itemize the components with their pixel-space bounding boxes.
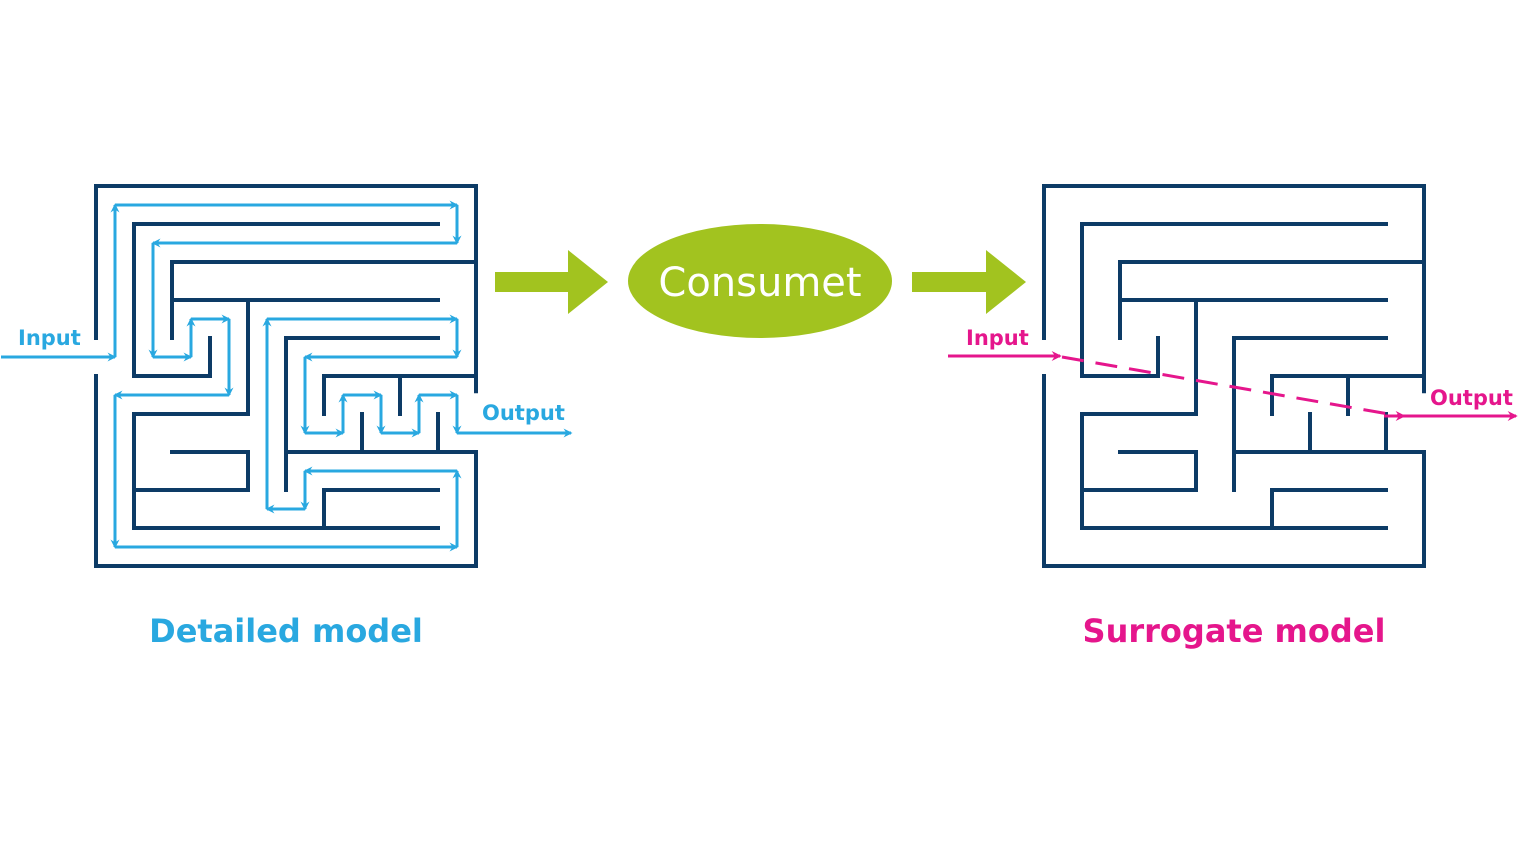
arrow-right-icon bbox=[912, 250, 1026, 314]
maze-wall bbox=[1080, 450, 1198, 492]
maze-wall bbox=[1118, 260, 1426, 340]
maze-wall bbox=[284, 336, 440, 492]
maze-wall bbox=[1270, 488, 1388, 530]
surrogate-shortcut-path bbox=[948, 351, 1518, 421]
maze-wall bbox=[1042, 184, 1426, 394]
maze-wall bbox=[322, 488, 440, 530]
maze-wall bbox=[132, 298, 440, 530]
arrow-right-icon bbox=[495, 250, 608, 314]
surrogate-maze bbox=[1042, 184, 1426, 568]
maze-wall bbox=[94, 184, 478, 394]
maze-wall bbox=[1042, 374, 1426, 568]
maze-wall bbox=[170, 260, 478, 340]
detailed-output-label: Output bbox=[482, 401, 565, 425]
maze-wall bbox=[322, 374, 478, 416]
maze-wall bbox=[1080, 222, 1388, 378]
maze-wall bbox=[132, 450, 250, 492]
maze-wall bbox=[1270, 374, 1426, 416]
surrogate-dashed-shortcut bbox=[1061, 355, 1401, 418]
detailed-solution-path bbox=[1, 200, 573, 552]
detailed-maze bbox=[94, 184, 478, 568]
detailed-input-label: Input bbox=[18, 326, 81, 350]
surrogate-model-caption: Surrogate model bbox=[1083, 612, 1386, 650]
maze-wall bbox=[94, 374, 478, 568]
surrogate-output-label: Output bbox=[1430, 386, 1513, 410]
consumet-ellipse bbox=[628, 224, 892, 338]
maze-wall bbox=[1080, 298, 1388, 530]
consumet-label: Consumet bbox=[658, 260, 861, 306]
surrogate-input-label: Input bbox=[966, 326, 1029, 350]
maze-wall bbox=[132, 222, 440, 378]
maze-wall bbox=[1232, 336, 1388, 492]
detailed-model-caption: Detailed model bbox=[149, 612, 423, 650]
